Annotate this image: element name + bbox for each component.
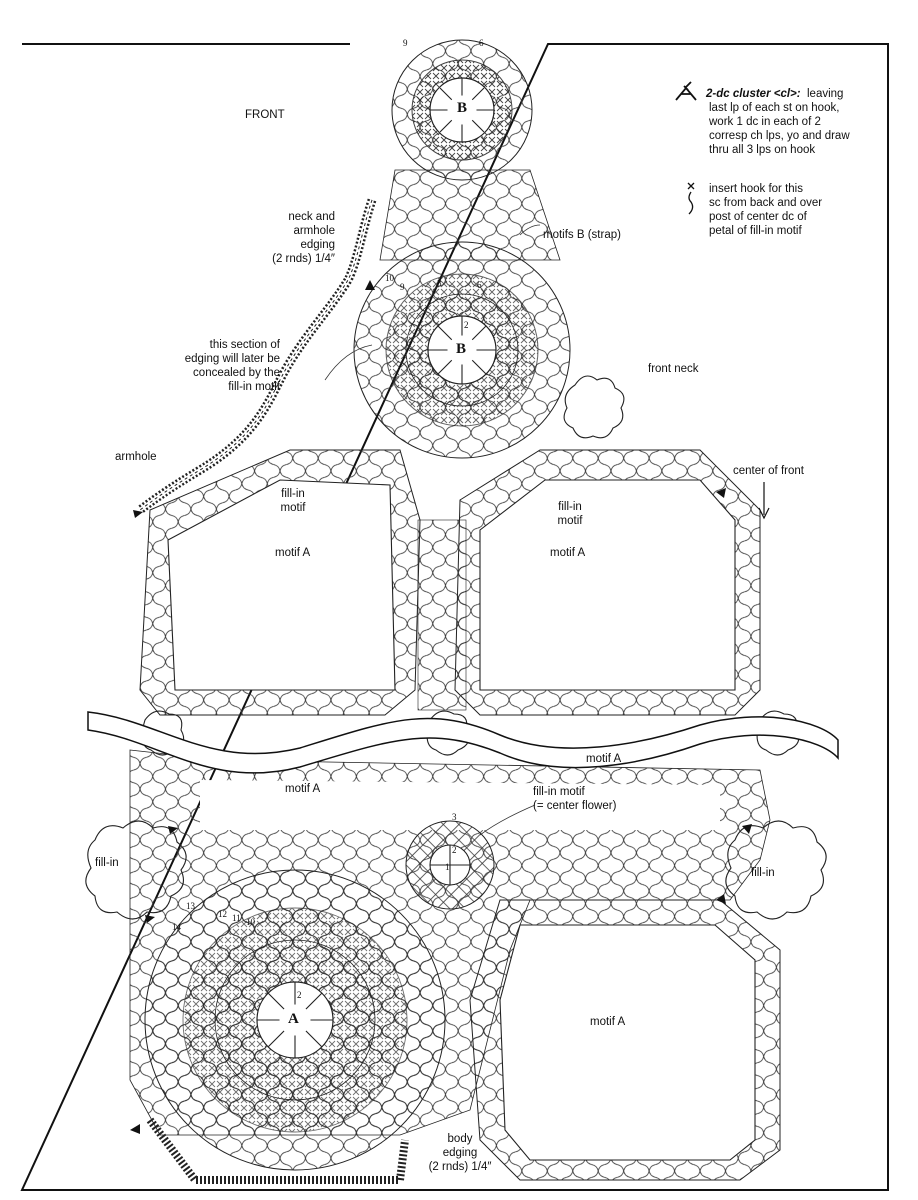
label-fill-in-center: fill-in motif (= center flower)	[533, 786, 617, 812]
triangle-markers	[130, 280, 752, 1134]
cluster-symbol	[675, 81, 697, 101]
round-number: 2	[297, 990, 302, 1000]
label-fill-in-right: fill-in	[751, 867, 775, 879]
round-number: 8	[437, 278, 442, 288]
motif-b-top	[391, 39, 533, 181]
label-fill-in-motif-right: fill-in motif	[557, 501, 583, 527]
motif-letter-a: A	[288, 1011, 299, 1027]
label-center-front: center of front	[733, 465, 804, 477]
round-number: 6	[479, 38, 484, 48]
label-body-edging: body edging (2 rnds) 1/4″	[428, 1133, 492, 1173]
neck-armhole-edging	[137, 198, 377, 514]
break-band	[87, 711, 839, 774]
round-number: 2	[452, 845, 457, 855]
strap-connector	[379, 169, 561, 261]
motif-a-bottom-right	[469, 899, 781, 1181]
center-front-arrow	[758, 482, 770, 520]
round-number: 6	[477, 280, 482, 290]
round-number: 2	[464, 320, 469, 330]
motif-letter-b-top: B	[457, 100, 468, 116]
legend-insert-text: insert hook for this sc from back and ov…	[709, 183, 823, 237]
body-edging	[146, 1117, 409, 1184]
round-number: 3	[452, 812, 457, 822]
round-number: 11	[232, 913, 241, 923]
fill-in-left-shape	[85, 820, 187, 920]
label-motif-a-mid-left: motif A	[285, 783, 321, 795]
label-armhole: armhole	[115, 451, 157, 463]
label-motif-a-top-left: motif A	[275, 547, 311, 559]
motif-a-top-right	[454, 449, 761, 716]
round-number: 1	[445, 862, 450, 872]
label-fill-in-motif-left: fill-in motif	[280, 488, 306, 514]
label-motif-a-bottom-right: motif A	[590, 1016, 626, 1028]
round-number: 12	[218, 909, 227, 919]
legend-cluster-title: 2-dc cluster <cl>:	[706, 88, 801, 100]
page-title: FRONT	[245, 109, 285, 121]
round-number: 13	[186, 901, 195, 911]
label-motif-a-band: motif A	[586, 753, 622, 765]
round-number: 14	[172, 922, 181, 932]
round-number: 9	[400, 282, 405, 292]
label-motifs-b: motifs B (strap)	[543, 229, 621, 241]
join-column-top	[417, 519, 467, 711]
fill-in-right-shape	[725, 820, 827, 920]
round-number: 10	[385, 273, 394, 283]
label-neck-edging: neck and armhole edging (2 rnds) 1/4″	[272, 211, 335, 265]
label-motif-a-top-right: motif A	[550, 547, 586, 559]
label-section-edging: this section of edging will later be con…	[184, 339, 280, 393]
center-flower	[405, 820, 495, 910]
label-front-neck: front neck	[648, 363, 699, 375]
round-number: 10	[246, 917, 255, 927]
label-fill-in-left: fill-in	[95, 857, 119, 869]
motif-b-middle	[353, 241, 571, 459]
motif-letter-b-middle: B	[456, 341, 467, 357]
legend-cluster-text: leaving last lp of each st on hook, work…	[709, 88, 850, 156]
motif-a-top-left	[139, 449, 421, 716]
motif-a-bottom-left	[144, 869, 446, 1171]
fill-in-flower-neck	[563, 375, 625, 439]
insert-hook-symbol	[687, 182, 695, 215]
round-number: 9	[403, 38, 408, 48]
